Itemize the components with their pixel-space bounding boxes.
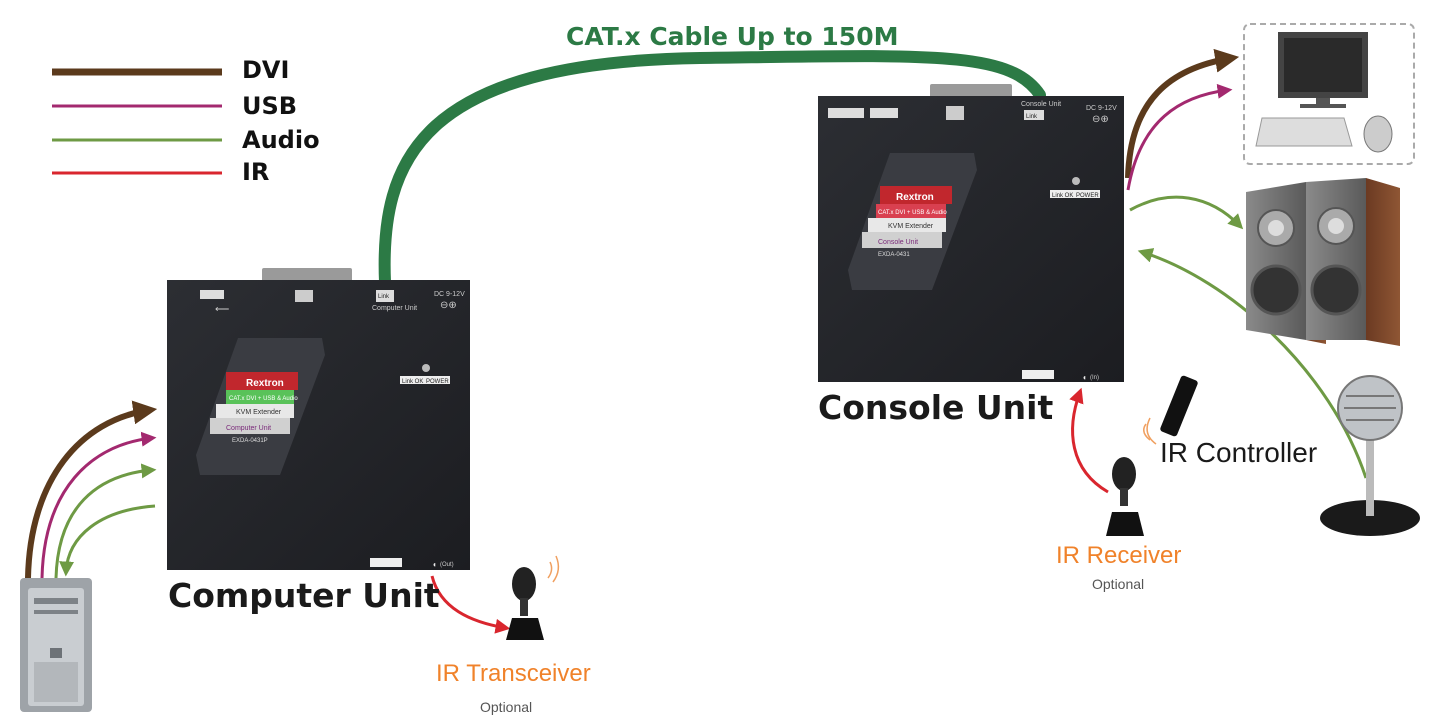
legend-label-dvi: DVI [242, 56, 290, 84]
co-power: POWER [1076, 193, 1099, 199]
speaker-icon [1246, 178, 1400, 346]
monitor-keyboard-mouse-group [1243, 23, 1415, 165]
arrow-dvi-monitor [1125, 48, 1240, 179]
co-link-ok: Link OK [1052, 193, 1073, 199]
co-audio-in: (In) [1090, 375, 1099, 381]
remote-control-icon [1143, 375, 1198, 445]
co-badge-line2: KVM Extender [888, 223, 934, 230]
keyboard-icon [1255, 117, 1353, 147]
pc-tower-icon [20, 578, 92, 712]
legend-label-audio: Audio [242, 126, 320, 154]
ir-sensor-icon [506, 555, 560, 640]
arrow-audio-pc-in [54, 463, 157, 579]
legend [52, 68, 222, 175]
arrow-ir-transceiver [430, 575, 511, 634]
legend-label-ir: IR [242, 158, 270, 186]
co-badge-line3: Console Unit [878, 239, 918, 246]
co-badge-model: EXDA-0431 [878, 252, 910, 258]
arrow-audio-speaker [1129, 195, 1244, 230]
console-unit-title: Console Unit [818, 388, 1054, 427]
co-badge-brand: Rextron [896, 192, 934, 203]
arrow-usb-keyboard [1126, 83, 1233, 191]
cu-top-sublabel: Computer Unit [372, 305, 417, 312]
ir-receiver-icon [1106, 457, 1144, 536]
arrow-usb-pc [40, 431, 157, 579]
arrow-ir-receiver [1069, 387, 1109, 494]
cu-badge-brand: Rextron [246, 378, 284, 389]
co-top-sublabel: Console Unit [1021, 101, 1061, 108]
cu-top-dc: DC 9-12V [434, 291, 465, 298]
computer-unit-device: ⟵ Computer Unit Link DC 9-12V ⊖⊕ Link OK… [167, 268, 470, 570]
co-top-link: Link [1026, 114, 1038, 120]
ir-receiver-label: IR Receiver [1056, 542, 1182, 569]
arrow-audio-pc-out [59, 504, 156, 577]
cat-cable [378, 50, 1046, 288]
ir-controller-label: IR Controller [1160, 437, 1318, 468]
ir-receiver-note: Optional [1092, 576, 1145, 592]
cu-power: POWER [426, 379, 449, 385]
co-led [1072, 177, 1080, 185]
cu-audio-out: (Out) [440, 562, 454, 568]
cu-badge-brand-bar [226, 372, 298, 390]
dvi-connector-icon [930, 84, 1012, 98]
svg-text:⟵: ⟵ [215, 304, 229, 315]
cu-link-ok: Link OK [402, 379, 423, 385]
microphone-icon [1320, 375, 1420, 536]
arrow-audio-mic [1137, 248, 1368, 479]
legend-label-usb: USB [242, 92, 298, 120]
ir-transceiver-label: IR Transceiver [436, 660, 591, 687]
cu-led [422, 364, 430, 372]
svg-text:◖: ◖ [432, 560, 437, 569]
svg-text:⊖⊕: ⊖⊕ [1092, 114, 1109, 125]
cu-badge-line3: Computer Unit [226, 425, 271, 432]
arrow-dvi-pc [25, 400, 158, 579]
co-badge-line1: CAT.x DVI + USB & Audio [878, 210, 947, 216]
ir-transceiver-note: Optional [480, 699, 533, 715]
mouse-icon [1363, 115, 1393, 153]
svg-text:◖: ◖ [1082, 373, 1087, 382]
computer-unit-title: Computer Unit [168, 576, 440, 615]
cu-badge-line2: KVM Extender [236, 409, 282, 416]
svg-text:⊖⊕: ⊖⊕ [440, 300, 457, 311]
cu-badge-line1: CAT.x DVI + USB & Audio [229, 396, 298, 402]
cable-label: CAT.x Cable Up to 150M [566, 22, 899, 51]
cu-badge-model: EXDA-0431P [232, 438, 268, 444]
console-unit-device: Console Unit Link DC 9-12V ⊖⊕ Link OK PO… [818, 84, 1124, 382]
monitor-icon [1278, 32, 1368, 108]
co-top-dc: DC 9-12V [1086, 105, 1117, 112]
co-badge-brand-bar [880, 186, 952, 204]
cu-top-link: Link [378, 294, 390, 300]
